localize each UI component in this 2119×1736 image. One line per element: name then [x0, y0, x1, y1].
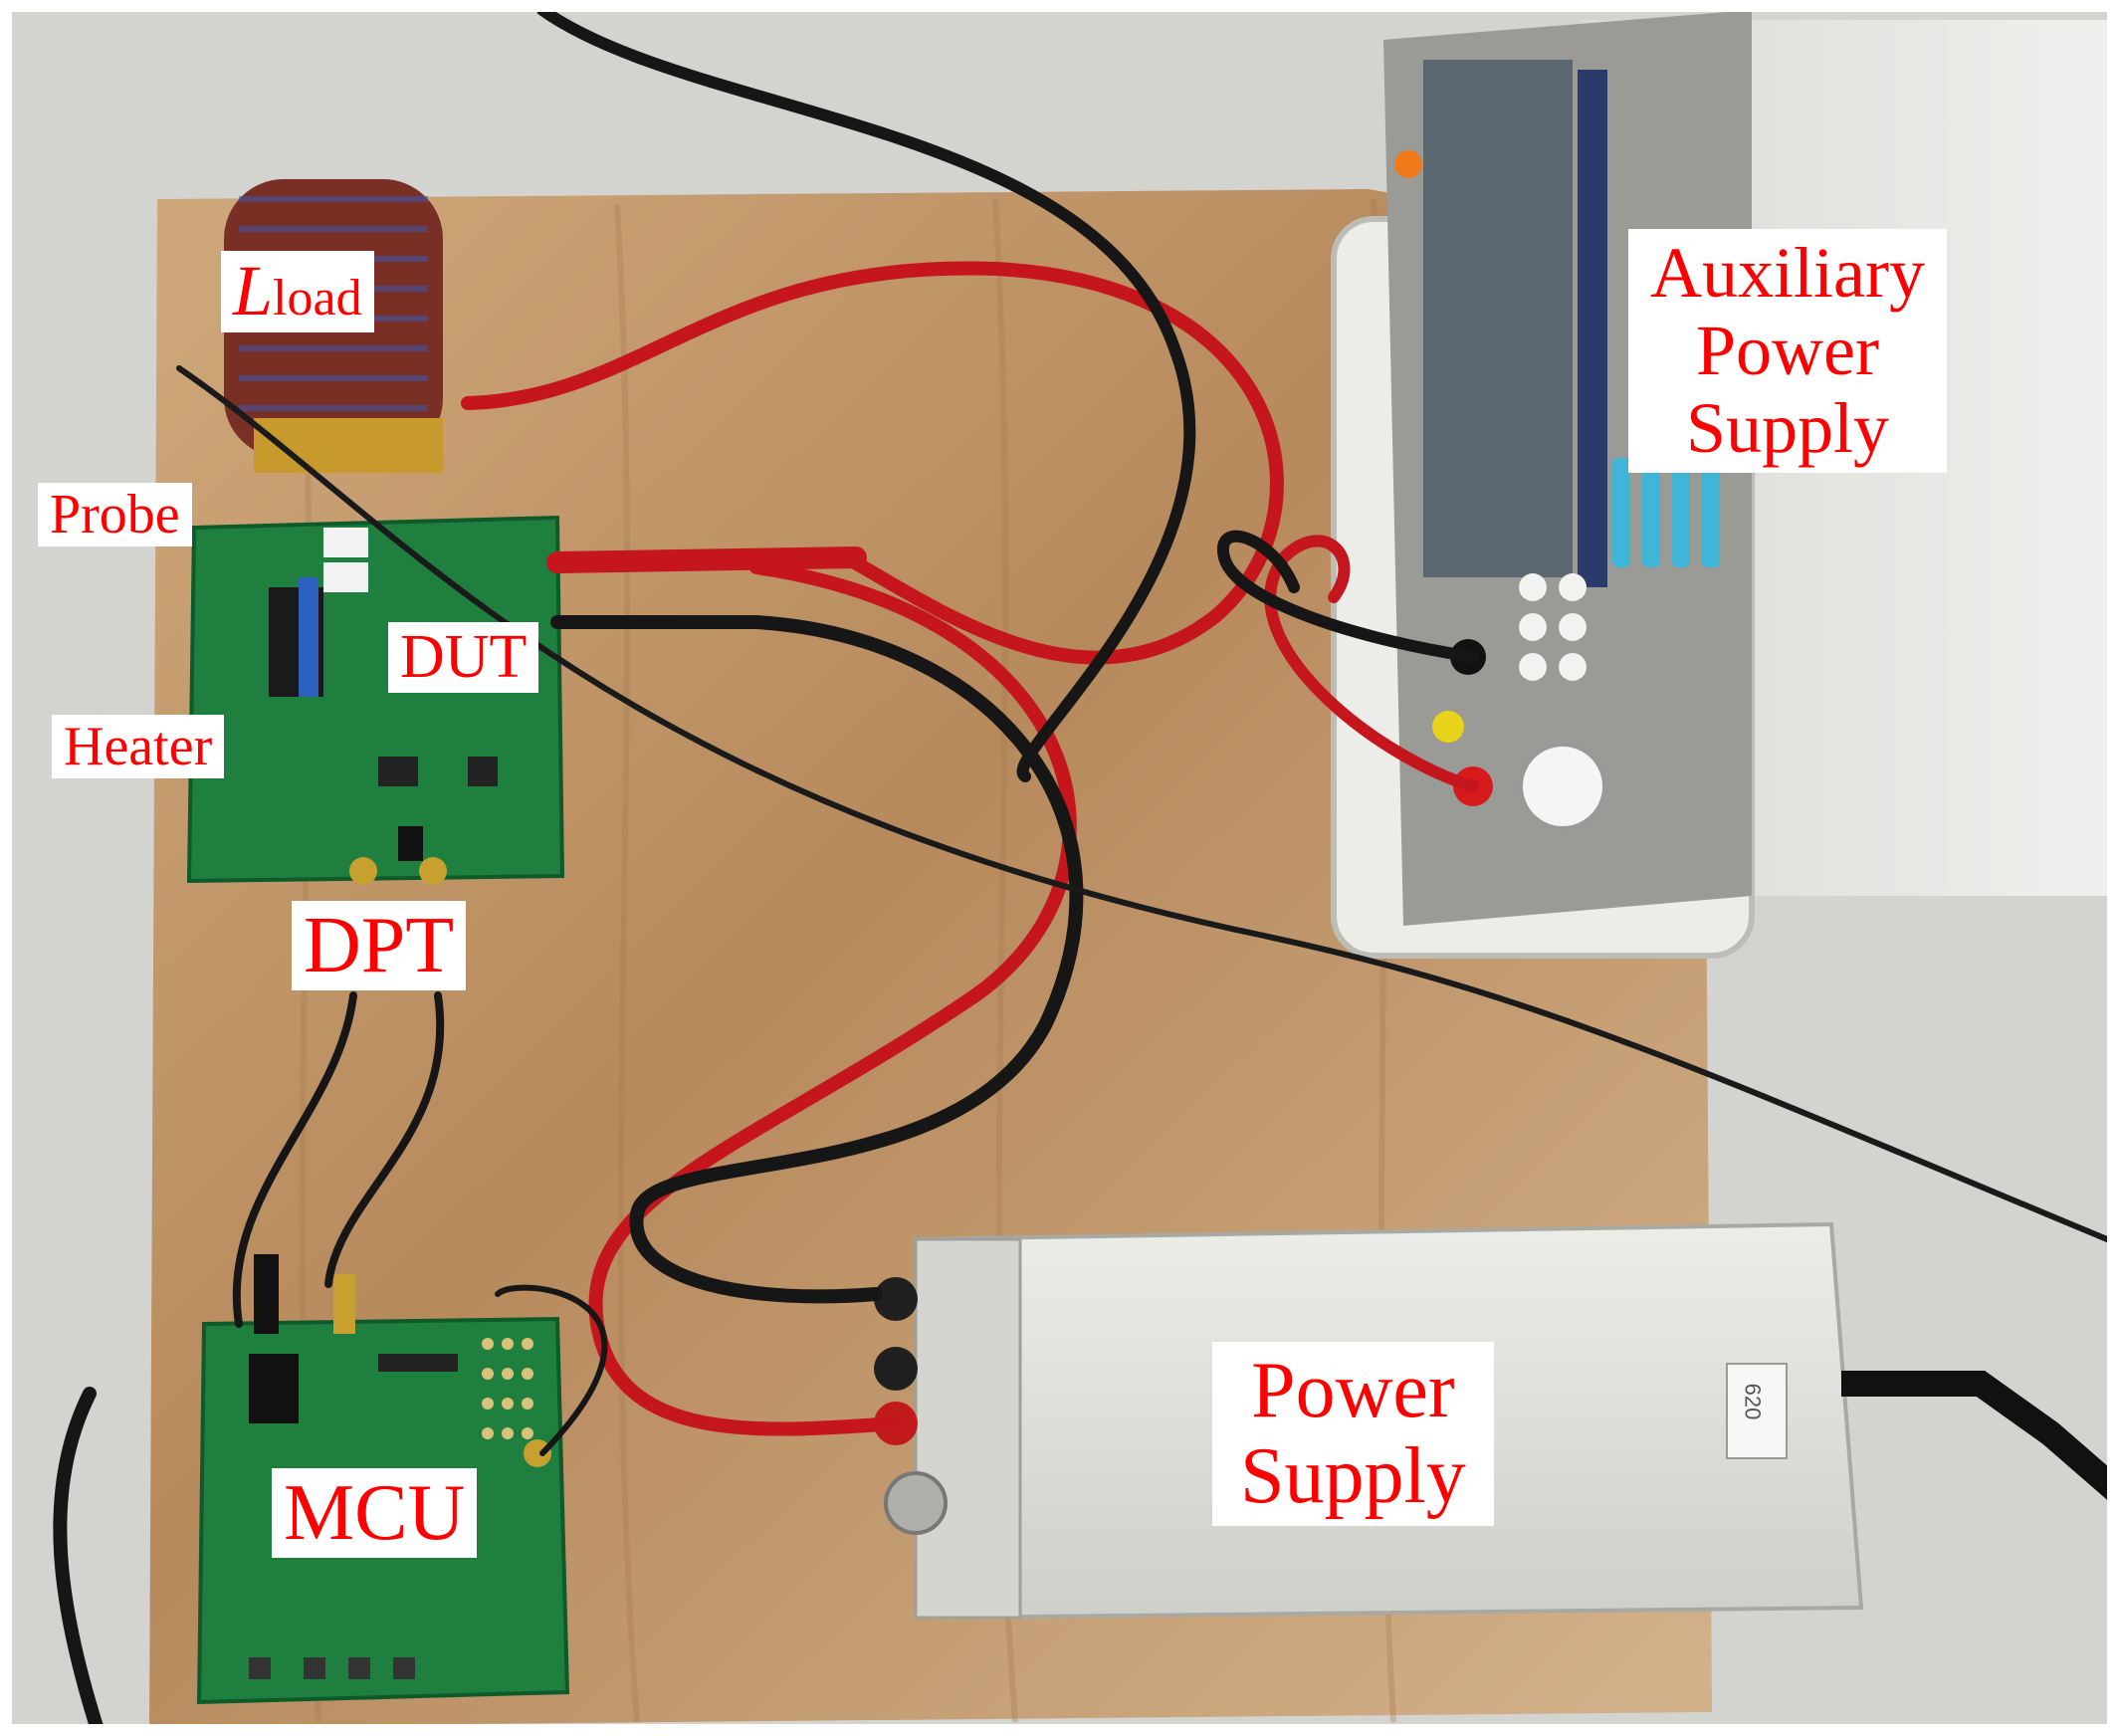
label-mcu-text: MCU [284, 1469, 466, 1557]
auxiliary-power-supply-unit [1331, 10, 2119, 959]
label-aux-line-3: Supply [1685, 387, 1889, 468]
label-psu-line-2: Supply [1240, 1432, 1466, 1521]
cables [53, 4, 2119, 1736]
label-heater-text: Heater [64, 716, 213, 777]
psu-sticker-text: 620 [1740, 1383, 1766, 1420]
psu-sticker-tag: 620 [1739, 1384, 1765, 1420]
label-auxiliary-power-supply: Auxiliary Power Supply [1628, 229, 1947, 474]
label-power-supply: Power Supply [1212, 1342, 1494, 1526]
label-aux-line-2: Power [1695, 310, 1879, 390]
label-dpt: DPT [292, 901, 467, 991]
label-dut-text: DUT [400, 623, 528, 691]
dpt-board [186, 515, 565, 885]
label-heater: Heater [52, 715, 225, 779]
label-probe: Probe [38, 483, 192, 547]
label-psu-line-1: Power [1251, 1347, 1455, 1434]
label-l-load: Lload [221, 251, 374, 332]
label-l-load-sub: load [273, 270, 362, 326]
label-dpt-text: DPT [304, 902, 455, 989]
label-aux-line-1: Auxiliary [1650, 233, 1925, 313]
label-probe-text: Probe [50, 484, 180, 545]
label-dut: DUT [388, 622, 539, 693]
label-l-load-main: L [233, 251, 274, 330]
label-mcu: MCU [272, 1468, 478, 1559]
